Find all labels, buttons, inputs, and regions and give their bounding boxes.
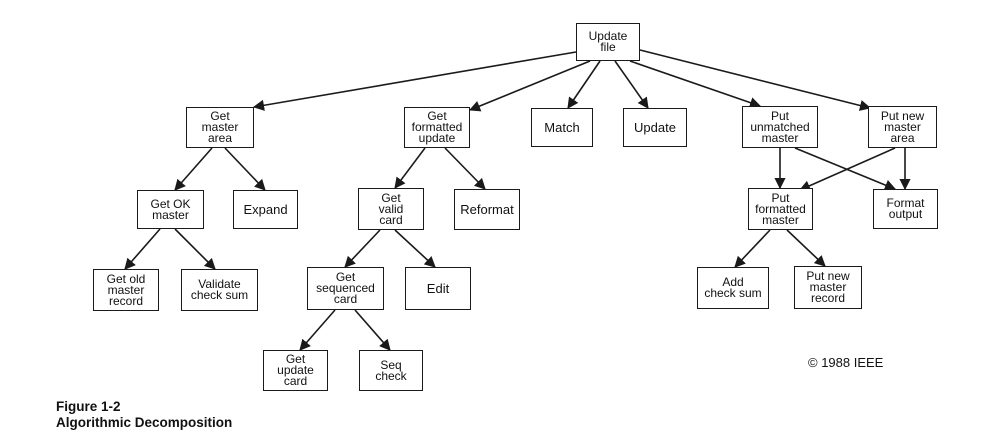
node-reformat: Reformat xyxy=(454,189,520,230)
node-get-old-master-record: Get old master record xyxy=(93,269,159,311)
node-add-check-sum: Add check sum xyxy=(697,267,769,309)
node-update: Update xyxy=(623,108,687,147)
figure-title: Algorithmic Decomposition xyxy=(56,415,233,430)
connector-update-file-to-put-new-master-area xyxy=(639,49,872,111)
node-expand: Expand xyxy=(233,190,298,229)
node-get-ok-master: Get OK master xyxy=(137,190,204,229)
connector-get-formatted-update-to-get-valid-card xyxy=(394,147,426,189)
node-put-new-master-area: Put new master area xyxy=(868,106,937,148)
node-put-formatted-master: Put formatted master xyxy=(748,188,813,230)
figure-number: Figure 1-2 xyxy=(56,399,121,414)
connector-update-file-to-get-formatted-update xyxy=(468,60,591,112)
connector-get-sequenced-card-to-seq-check xyxy=(354,309,391,351)
connector-update-file-to-put-unmatched-master xyxy=(629,60,762,108)
node-put-new-master-record: Put new master record xyxy=(794,266,862,309)
connector-get-formatted-update-to-reformat xyxy=(444,147,486,190)
node-get-formatted-update: Get formatted update xyxy=(404,107,470,148)
connector-get-sequenced-card-to-get-update-card xyxy=(299,309,336,351)
connector-update-file-to-match xyxy=(567,60,601,109)
connector-get-ok-master-to-get-old-master-record xyxy=(124,228,161,270)
connector-update-file-to-update xyxy=(614,60,649,109)
node-format-output: Format output xyxy=(873,189,938,229)
connector-put-formatted-master-to-add-check-sum xyxy=(734,229,771,268)
connector-put-new-master-area-to-put-formatted-master xyxy=(798,147,896,192)
node-get-update-card: Get update card xyxy=(263,350,328,391)
connector-put-formatted-master-to-put-new-master-record xyxy=(786,229,826,267)
connector-put-unmatched-master-to-format-output xyxy=(794,147,897,191)
connector-get-master-area-to-expand xyxy=(224,147,266,191)
node-seq-check: Seq check xyxy=(359,350,423,391)
connector-get-valid-card-to-get-sequenced-card xyxy=(344,229,381,268)
node-validate-check-sum: Validate check sum xyxy=(181,269,258,311)
figure-caption: Figure 1-2 Algorithmic Decomposition xyxy=(56,399,232,431)
connector-get-master-area-to-get-ok-master xyxy=(174,147,213,191)
copyright-notice: © 1988 IEEE xyxy=(808,355,884,370)
node-update-file: Update file xyxy=(576,23,640,61)
connector-get-ok-master-to-validate-check-sum xyxy=(174,228,216,270)
node-get-master-area: Get master area xyxy=(186,107,254,148)
connector-update-file-to-get-master-area xyxy=(252,51,577,111)
node-match: Match xyxy=(531,108,593,147)
node-get-sequenced-card: Get sequenced card xyxy=(307,267,384,310)
node-edit: Edit xyxy=(405,267,471,310)
node-get-valid-card: Get valid card xyxy=(358,188,424,230)
node-put-unmatched-master: Put unmatched master xyxy=(742,106,818,148)
connector-get-valid-card-to-edit xyxy=(394,229,436,268)
